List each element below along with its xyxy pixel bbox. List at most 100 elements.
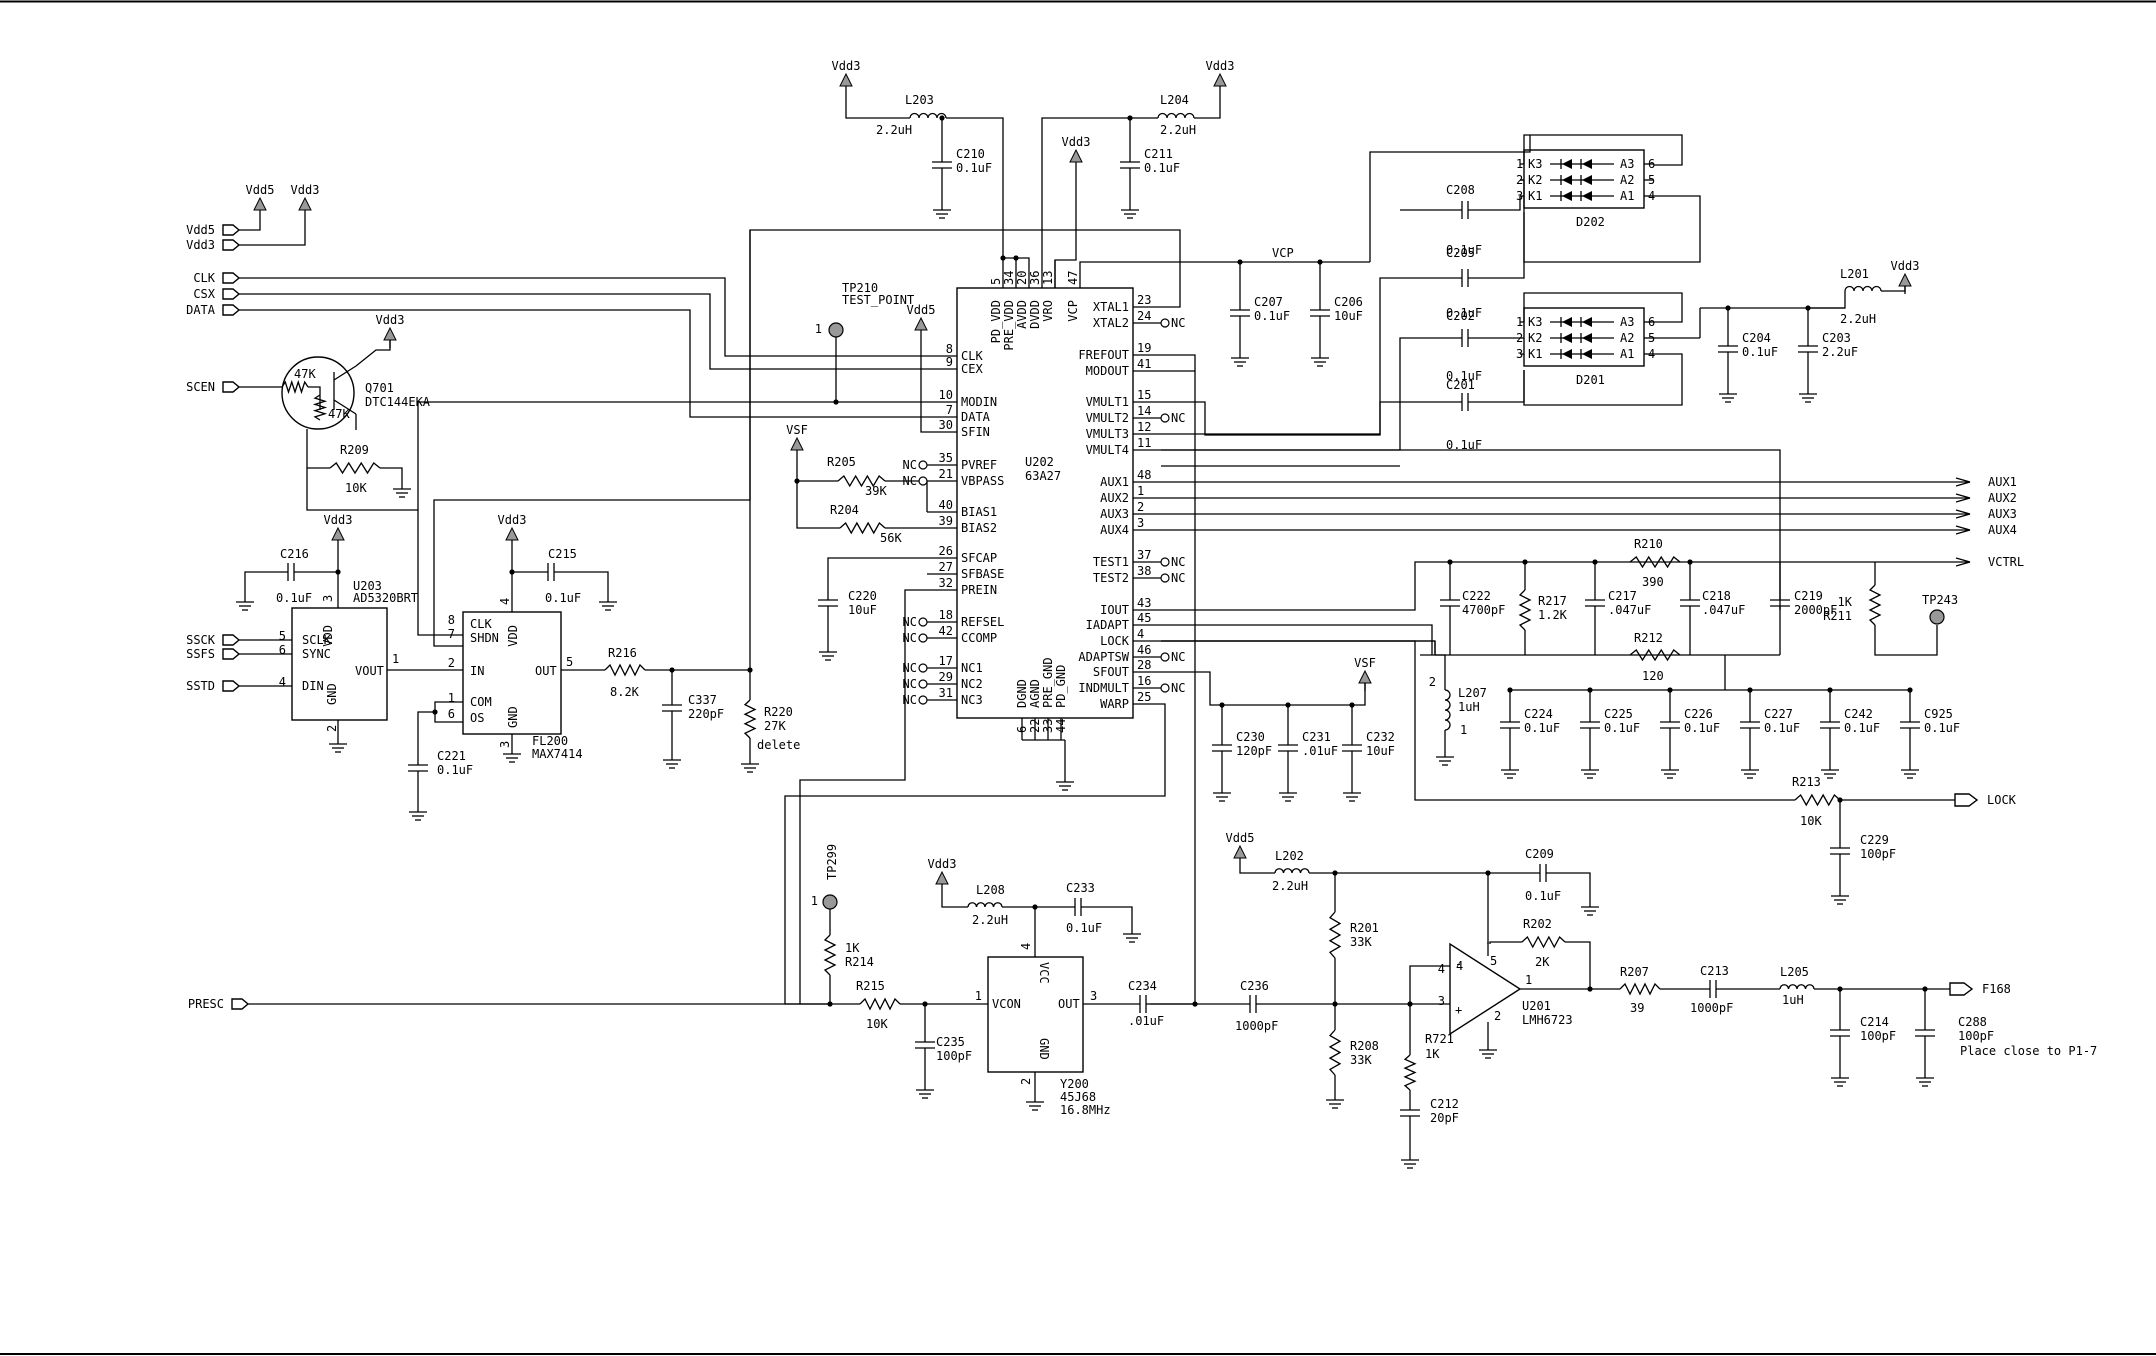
- capacitor-c211: [1120, 161, 1140, 169]
- ground-icon: [1401, 1148, 1419, 1169]
- label: R212: [1634, 631, 1663, 645]
- label: 45J68: [1060, 1090, 1096, 1104]
- power-rail-label: Vdd3: [376, 313, 405, 327]
- label: 27K: [764, 719, 786, 733]
- label: 390: [1642, 575, 1664, 589]
- label: Place close to P1-7: [1960, 1044, 2097, 1058]
- resistor-r209: [329, 461, 381, 475]
- port-shape: [222, 381, 241, 393]
- diode-icon: [1582, 175, 1592, 185]
- input-port-icon: CLK: [193, 271, 241, 285]
- nc-circle: [1160, 652, 1170, 662]
- wire: [1161, 354, 1196, 371]
- ground-icon: [599, 590, 617, 611]
- wire: [239, 218, 306, 246]
- label: 33K: [1350, 1053, 1372, 1067]
- label: 3: [1090, 989, 1097, 1003]
- wire: [239, 293, 927, 370]
- resistor-r214: [823, 934, 837, 976]
- output-arrow-icon: VCTRL: [1955, 555, 2024, 569]
- pin-name: MODIN: [961, 395, 997, 409]
- component-value: 0.1uF: [1254, 309, 1290, 323]
- wire: [306, 468, 463, 636]
- nc-circle: [918, 460, 928, 470]
- component-value: 120pF: [1236, 744, 1272, 758]
- component-ref: C230: [1236, 730, 1265, 744]
- ground-icon: [1831, 884, 1849, 905]
- component-value: 100pF: [1860, 847, 1896, 861]
- power-rail-label: Vdd3: [1891, 259, 1920, 273]
- output-arrow-icon: AUX2: [1955, 491, 2017, 505]
- labels: U20263A27PD_VDD5PRE_VDD34AVDD20DVDD36VRO…: [276, 93, 2097, 1125]
- power-rail-label: Vdd3: [832, 59, 861, 73]
- pin-name: TEST2: [1093, 571, 1129, 585]
- nc-label: NC: [903, 458, 917, 472]
- resistor-zigzag: [1629, 555, 1681, 569]
- resistor-r215: [859, 997, 901, 1011]
- wire: [355, 340, 391, 367]
- pin-number: 1: [1137, 484, 1144, 498]
- power-rail-icon: Vdd3: [928, 857, 956, 892]
- nc-label: NC: [903, 693, 917, 707]
- resistor-zigzag: [1629, 648, 1681, 662]
- port-shape: [222, 304, 241, 316]
- nc-label: NC: [903, 615, 917, 629]
- capacitor-c227: [1740, 721, 1760, 729]
- label: 1000pF: [1690, 1001, 1733, 1015]
- power-rail-label: Vdd3: [1206, 59, 1235, 73]
- label: 120: [1642, 669, 1664, 683]
- pin-number: 38: [1137, 564, 1151, 578]
- ground-icon: [933, 198, 951, 219]
- label: 3: [321, 595, 335, 602]
- label: C209: [1525, 847, 1554, 861]
- capacitor-c236: [1249, 995, 1257, 1013]
- diode-icon: [1582, 317, 1592, 327]
- power-rail-label: VSF: [1354, 656, 1376, 670]
- pin-name: AUX3: [1100, 507, 1129, 521]
- component-value: 0.1uF: [1446, 369, 1482, 383]
- pin-name: INDMULT: [1078, 681, 1129, 695]
- pin-number: 14: [1137, 404, 1151, 418]
- resistor-zigzag: [604, 663, 646, 677]
- component-value: 0.1uF: [1684, 721, 1720, 735]
- diode-icon: [1562, 159, 1572, 169]
- inductor-coil: [1444, 689, 1451, 731]
- nc-label: NC: [1171, 681, 1185, 695]
- ground-icon: [663, 748, 681, 769]
- port-shape: [222, 634, 241, 646]
- pin-number: 27: [939, 560, 953, 574]
- ground-icon: [916, 1078, 934, 1099]
- component-value: 0.1uF: [956, 161, 992, 175]
- inductor-coil: [1844, 285, 1882, 292]
- resistor-zigzag: [1328, 911, 1342, 959]
- label: 1: [448, 691, 455, 705]
- wire: [1161, 624, 1433, 655]
- label: L205: [1780, 965, 1809, 979]
- label: 4: [1438, 962, 1445, 976]
- power-arrow-icon: [505, 526, 519, 541]
- label: 16.8MHz: [1060, 1103, 1111, 1117]
- label: DTC144EKA: [365, 395, 431, 409]
- ic-body: [987, 956, 1084, 1073]
- label: GND: [1037, 1038, 1051, 1060]
- label: 20pF: [1430, 1111, 1459, 1125]
- label: VCP: [1272, 246, 1294, 260]
- label: 1: [975, 989, 982, 1003]
- pin-name: DATA: [961, 410, 991, 424]
- label: R220: [764, 705, 793, 719]
- capacitor-c217: [1585, 599, 1605, 607]
- pin-number: 16: [1137, 674, 1151, 688]
- label: TP243: [1922, 593, 1958, 607]
- component-ref: C227: [1764, 707, 1793, 721]
- ground-icon: [1581, 758, 1599, 779]
- pin-name: K3: [1528, 157, 1542, 171]
- pin-number: 12: [1137, 420, 1151, 434]
- component-value: 0.1uF: [1446, 243, 1482, 257]
- diode-icon: [1582, 159, 1592, 169]
- capacitor-c205: [1461, 269, 1469, 287]
- component-value: 0.1uF: [1524, 721, 1560, 735]
- pin-name: SFBASE: [961, 567, 1004, 581]
- wire: [920, 338, 927, 433]
- wire: [433, 229, 1181, 647]
- pin-name: TEST1: [1093, 555, 1129, 569]
